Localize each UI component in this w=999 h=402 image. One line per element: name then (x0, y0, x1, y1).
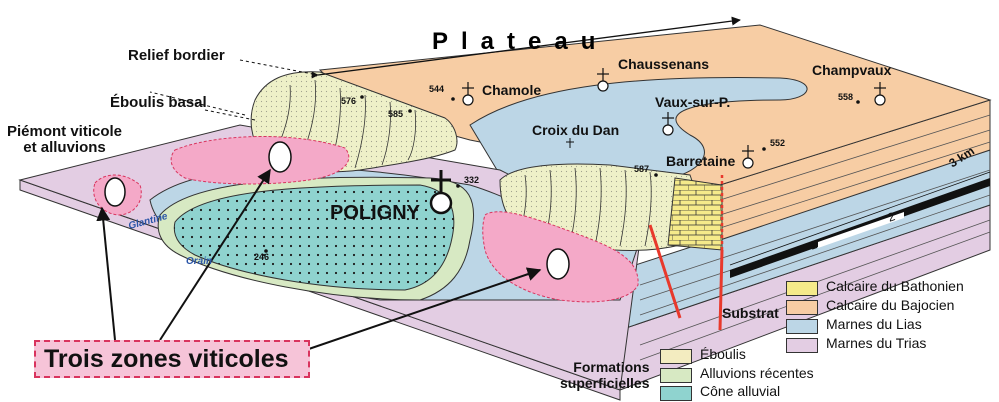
legend-item: Éboulis (700, 346, 746, 362)
vineyard-zone-middle (171, 136, 349, 184)
place-champvaux: Champvaux (812, 62, 891, 78)
place-chaussenans: Chaussenans (618, 56, 709, 72)
label-relief-bordier: Relief bordier (128, 48, 225, 64)
alluvial-cone-dots (174, 185, 454, 290)
label-eboulis-basal: Éboulis basal (110, 95, 207, 111)
altitude-label: 576 (341, 96, 356, 106)
legend-item: Alluvions récentes (700, 365, 814, 381)
vineyard-marker-left (105, 178, 125, 206)
place-vaux: Vaux-sur-P. (655, 94, 730, 110)
place-barretaine: Barretaine (666, 153, 735, 169)
label-piemont: Piémont viticole et alluvions (7, 124, 122, 156)
legend-item: Marnes du Lias (826, 316, 922, 332)
callout-text: Trois zones viticoles (44, 345, 289, 374)
legend-swatch (786, 281, 818, 296)
altitude-label: 558 (838, 92, 853, 102)
altitude-label: 246 (254, 252, 269, 262)
place-chamole: Chamole (482, 82, 541, 98)
legend-item: Calcaire du Bathonien (826, 278, 964, 294)
altitude-label: 585 (388, 109, 403, 119)
legend-superficial-title: Formations superficielles (560, 359, 650, 391)
legend-swatch (660, 368, 692, 383)
legend-substrat-title: Substrat (722, 305, 779, 321)
altitude-label: 552 (770, 138, 785, 148)
legend-swatch (786, 300, 818, 315)
legend-item: Cône alluvial (700, 383, 780, 399)
callout-box: Trois zones viticoles (34, 340, 310, 378)
altitude-label: 587 (634, 164, 649, 174)
legend-swatch (660, 386, 692, 401)
place-poligny: POLIGNY (330, 202, 420, 225)
place-croix-du-dan: Croix du Dan (532, 122, 619, 138)
altitude-label: 332 (464, 175, 479, 185)
legend-item: Calcaire du Bajocien (826, 297, 954, 313)
altitude-label: 544 (429, 84, 444, 94)
plateau-title: Plateau (432, 28, 608, 56)
bathonien-cliff (668, 178, 722, 250)
legend-swatch (660, 349, 692, 364)
vineyard-marker-right (547, 249, 569, 279)
legend-swatch (786, 338, 818, 353)
legend-item: Marnes du Trias (826, 335, 926, 351)
river-orain: Orain (186, 256, 212, 267)
vineyard-marker-middle (269, 142, 291, 172)
legend-swatch (786, 319, 818, 334)
